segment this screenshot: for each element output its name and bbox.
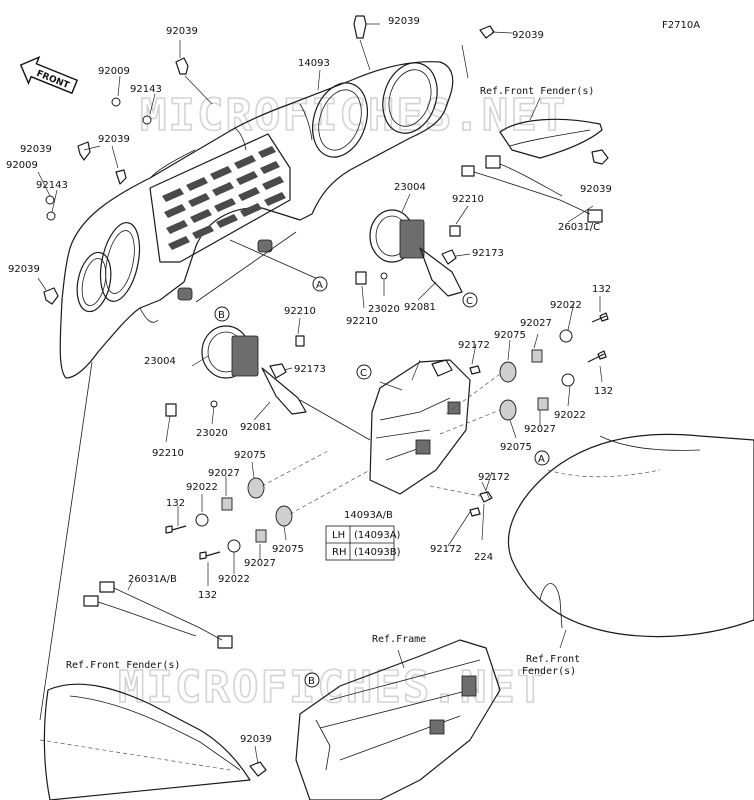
part-92075-b: 92075 xyxy=(500,442,532,453)
fastener-92039-top-left xyxy=(175,57,189,75)
part-92210-c: 92210 xyxy=(284,306,316,317)
part-92022-d: 92022 xyxy=(218,574,250,585)
table-side-rh: RH xyxy=(332,547,346,558)
part-92075-c: 92075 xyxy=(234,450,266,461)
part-92039-e: 92039 xyxy=(20,144,52,155)
table-part-rh: (14093B) xyxy=(354,547,401,558)
part-92173-a: 92173 xyxy=(472,248,504,259)
callout-a-top xyxy=(312,276,328,292)
callout-b-bottom-label: B xyxy=(308,676,315,687)
headlight-23004-center xyxy=(165,325,307,417)
part-92081-a: 92081 xyxy=(404,302,436,313)
callout-b-top xyxy=(214,306,230,322)
part-92039-g: 92039 xyxy=(580,184,612,195)
part-92039-b: 92039 xyxy=(512,30,544,41)
part-224: 224 xyxy=(474,552,493,563)
headlight-23004-right xyxy=(355,209,463,297)
part-132-c: 132 xyxy=(166,498,185,509)
callout-a-top-label: A xyxy=(316,280,323,291)
ref-front-fender-bottom: Ref.Front Fender(s) xyxy=(66,660,180,671)
callout-c-mid xyxy=(356,364,372,380)
part-132-a: 132 xyxy=(592,284,611,295)
callout-a-right-label: A xyxy=(538,454,545,465)
fastener-92039-top-right xyxy=(479,25,495,39)
part-92027-c: 92027 xyxy=(208,468,240,479)
ref-front-fender-right-2: Fender(s) xyxy=(522,666,576,677)
part-92039-a: 92039 xyxy=(388,16,420,27)
part-92039-c: 92039 xyxy=(166,26,198,37)
part-92022-a: 92022 xyxy=(550,300,582,311)
bracket-14093ab xyxy=(369,359,471,495)
ref-frame: Ref.Frame xyxy=(372,634,426,645)
ref-front-fender-top: Ref.Front Fender(s) xyxy=(480,86,594,97)
front-fender-bottom-left xyxy=(39,683,267,800)
part-92075-a: 92075 xyxy=(494,330,526,341)
callout-c-mid-label: C xyxy=(360,368,367,379)
diagram-code: F2710A xyxy=(662,20,700,31)
part-92009-a: 92009 xyxy=(98,66,130,77)
harness-26031ab xyxy=(83,581,233,649)
hardware-left-lower xyxy=(165,477,481,560)
part-92172-a: 92172 xyxy=(458,340,490,351)
front-fender-right xyxy=(507,433,754,638)
part-92172-c: 92172 xyxy=(430,544,462,555)
part-23020-b: 23020 xyxy=(196,428,228,439)
part-23004-b: 23004 xyxy=(144,356,176,367)
watermark-bottom: MICROFICHES.NET xyxy=(118,662,545,713)
hardware-right-upper xyxy=(469,312,609,503)
front-cover-14093 xyxy=(59,61,454,379)
harness-26031c xyxy=(461,149,609,223)
callout-a-right xyxy=(534,450,550,466)
fastener-92039-top-center xyxy=(353,15,367,39)
watermark-top: MICROFICHES.NET xyxy=(140,90,567,141)
callout-c-top xyxy=(462,292,478,308)
part-92027-d: 92027 xyxy=(244,558,276,569)
part-92210-d: 92210 xyxy=(152,448,184,459)
part-23020-a: 23020 xyxy=(368,304,400,315)
part-92210-b: 92210 xyxy=(346,316,378,327)
callout-b-top-label: B xyxy=(218,310,225,321)
part-92022-c: 92022 xyxy=(186,482,218,493)
front-fender-top-right xyxy=(499,118,603,159)
part-92039-h: 92039 xyxy=(240,734,272,745)
callout-c-top-label: C xyxy=(466,296,473,307)
part-26031c: 26031/C xyxy=(558,222,600,233)
callout-b-bottom xyxy=(304,672,320,688)
side-table: LH (14093A) RH (14093B) xyxy=(325,525,401,561)
frame-bottom xyxy=(295,639,501,800)
part-92009-b: 92009 xyxy=(6,160,38,171)
part-14093: 14093 xyxy=(298,58,330,69)
grille xyxy=(149,133,291,263)
part-92039-f: 92039 xyxy=(8,264,40,275)
part-92172-b: 92172 xyxy=(478,472,510,483)
part-92039-d: 92039 xyxy=(98,134,130,145)
part-132-b: 132 xyxy=(594,386,613,397)
part-26031ab: 26031A/B xyxy=(128,574,177,585)
table-side-lh: LH xyxy=(332,530,345,541)
part-92027-b: 92027 xyxy=(524,424,556,435)
part-92173-b: 92173 xyxy=(294,364,326,375)
part-132-d: 132 xyxy=(198,590,217,601)
part-92022-b: 92022 xyxy=(554,410,586,421)
part-92143-b: 92143 xyxy=(36,180,68,191)
part-92143-a: 92143 xyxy=(130,84,162,95)
front-arrow-icon: FRONT xyxy=(19,55,79,95)
part-14093ab: 14093A/B xyxy=(344,510,393,521)
part-23004-a: 23004 xyxy=(394,182,426,193)
part-92210-a: 92210 xyxy=(452,194,484,205)
ref-front-fender-right-1: Ref.Front xyxy=(526,654,580,665)
part-92081-b: 92081 xyxy=(240,422,272,433)
table-part-lh: (14093A) xyxy=(354,530,401,541)
part-92075-d: 92075 xyxy=(272,544,304,555)
part-92027-a: 92027 xyxy=(520,318,552,329)
